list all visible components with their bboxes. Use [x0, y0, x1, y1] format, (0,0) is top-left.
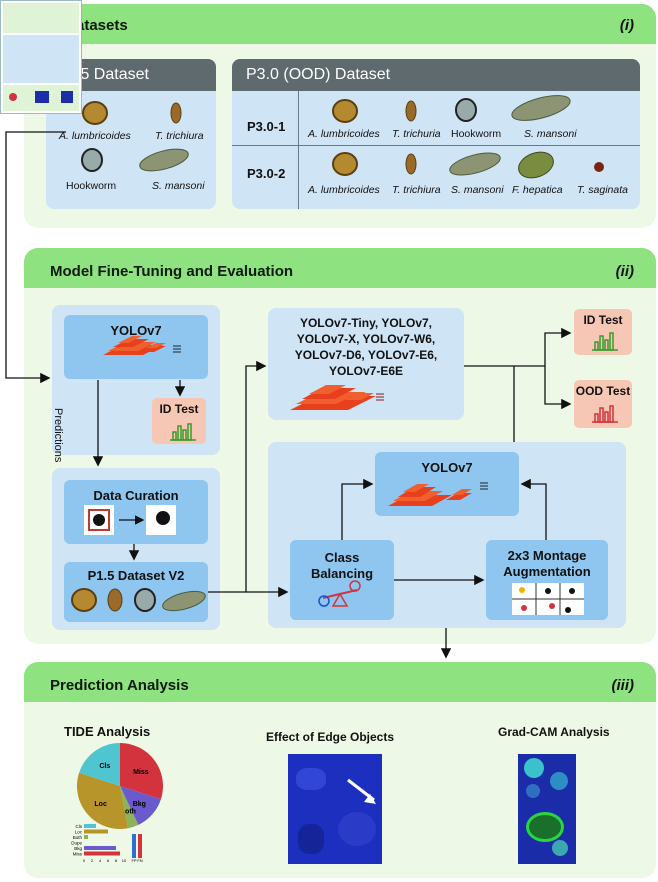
p15-title: .5 Dataset	[76, 66, 149, 83]
p30-egg-label: A. lumbricoides	[308, 184, 380, 196]
finetune-tag: (ii)	[615, 263, 634, 280]
gradcam-title: Grad-CAM Analysis	[498, 725, 610, 739]
models-line: YOLOv7-Tiny, YOLOv7,	[299, 316, 433, 330]
models-line: YOLOv7-D6, YOLOv7-E6,	[294, 348, 438, 362]
id-test-label: ID Test	[159, 402, 199, 416]
p30-vline	[298, 91, 299, 209]
dataset-v2-box: P1.5 Dataset V2	[64, 562, 208, 622]
p15-egg-label: Hookworm	[66, 180, 117, 192]
edge-objects-image	[288, 754, 382, 864]
data-curation-label: Data Curation	[93, 488, 179, 503]
tide-title: TIDE Analysis	[64, 724, 151, 739]
yolov7-inner-label: YOLOv7	[421, 460, 473, 475]
p30-row-label: P3.0-2	[247, 166, 286, 181]
id-test-box: ID Test	[152, 398, 206, 444]
p15-egg-label: S. mansoni	[152, 180, 205, 192]
id-test-right-label: ID Test	[583, 313, 623, 327]
p30-egg-label: T. trichiura	[392, 184, 441, 196]
class-balancing-label: Class	[324, 550, 360, 565]
p15-egg-label: T. trichiura	[155, 130, 204, 142]
p30-hline	[232, 145, 640, 146]
models-line: YOLOv7-E6E	[328, 364, 404, 378]
p30-row-label: P3.0-1	[247, 119, 286, 134]
montage-label: 2x3 Montage	[507, 548, 587, 563]
p15-egg-label: A. lumbricoides	[59, 130, 131, 142]
yolov7-label: YOLOv7	[110, 323, 162, 338]
ood-test-label: OOD Test	[575, 384, 631, 398]
p30-header: P3.0 (OOD) Dataset	[232, 59, 640, 91]
analysis-tag: (iii)	[611, 677, 635, 694]
yolov7-box: YOLOv7	[64, 315, 208, 379]
analysis-header	[24, 662, 656, 702]
datasets-header	[24, 4, 656, 44]
p30-panel: P3.0 (OOD) Dataset	[232, 59, 640, 209]
p30-egg-label: Hookworm	[451, 128, 502, 140]
analysis-title: Prediction Analysis	[50, 677, 189, 694]
predictions-label: Predictions	[52, 408, 64, 463]
dataset-v2-label: P1.5 Dataset V2	[87, 568, 185, 583]
yolov7-inner-box: YOLOv7	[375, 452, 519, 516]
models-line: YOLOv7-X, YOLOv7-W6,	[296, 332, 436, 346]
data-curation-box: Data Curation	[64, 480, 208, 544]
edge-title: Effect of Edge Objects	[266, 730, 395, 744]
datasets-title: atasets	[76, 17, 128, 34]
montage-box: 2x3 Montage Augmentation	[486, 540, 608, 620]
p30-egg-label: S. mansoni	[451, 184, 504, 196]
p30-egg-label: F. hepatica	[512, 184, 563, 196]
p30-egg-label: S. mansoni	[524, 128, 577, 140]
p30-egg-label: T. saginata	[577, 184, 628, 196]
models-box: YOLOv7-Tiny, YOLOv7, YOLOv7-X, YOLOv7-W6…	[268, 308, 464, 420]
arrow-icon	[347, 778, 376, 804]
class-balancing-label: Balancing	[310, 566, 374, 581]
id-test-right-box: ID Test	[574, 309, 632, 355]
p30-title: P3.0 (OOD) Dataset	[246, 66, 391, 83]
gradcam-image	[518, 754, 576, 864]
finetune-header	[24, 248, 656, 288]
p30-egg-label: A. lumbricoides	[308, 128, 380, 140]
ood-test-box: OOD Test	[574, 380, 632, 428]
class-balancing-box: Class Balancing	[290, 540, 394, 620]
datasets-tag: (i)	[619, 17, 634, 34]
montage-label: Augmentation	[503, 564, 591, 579]
finetune-title: Model Fine-Tuning and Evaluation	[50, 263, 294, 280]
thumbnail-preview	[0, 0, 82, 114]
p30-egg-label: T. trichuria	[392, 128, 441, 140]
